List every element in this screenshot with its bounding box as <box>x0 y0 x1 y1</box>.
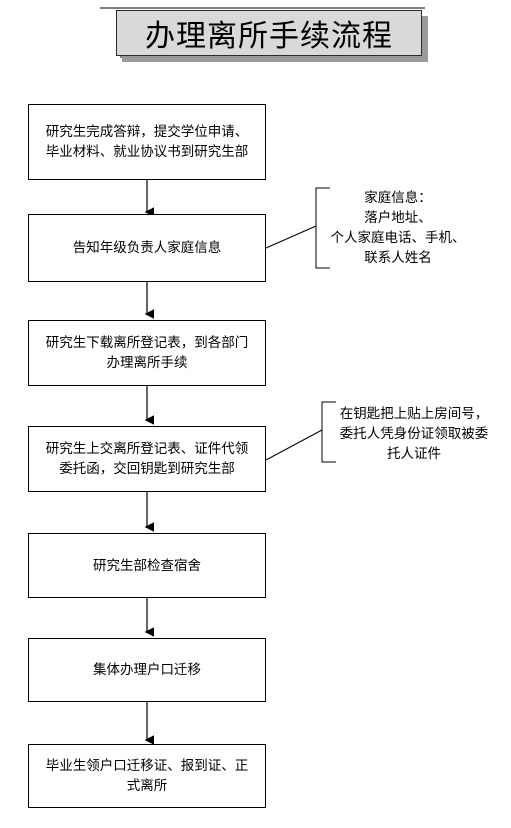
note-2-bracket <box>321 401 336 463</box>
note-key-instructions: 在钥匙把上贴上房间号， 委托人凭身份证领取被委 托人证件 <box>339 406 489 462</box>
step-2: 告知年级负责人家庭信息 <box>28 214 266 282</box>
step-3: 研究生下载离所登记表，到各部门 办理离所手续 <box>28 320 266 386</box>
step-6: 集体办理户口迁移 <box>28 638 266 702</box>
note-family-info: 家庭信息： 落户地址、 个人家庭电话、手机、 联系人姓名 <box>330 190 466 266</box>
step-5: 研究生部检查宿舍 <box>28 533 266 598</box>
step-1: 研究生完成答辩，提交学位申请、 毕业材料、就业协议书到研究生部 <box>28 104 266 180</box>
note-2-connector <box>265 429 323 461</box>
note-1-connector <box>265 225 317 249</box>
step-4: 研究生上交离所登记表、证件代领 委托函，交回钥匙到研究生部 <box>28 426 266 492</box>
note-1-bracket <box>315 187 330 269</box>
diagram-title: 办理离所手续流程 <box>116 10 422 56</box>
step-7: 毕业生领户口迁移证、报到证、正 式离所 <box>28 744 266 808</box>
